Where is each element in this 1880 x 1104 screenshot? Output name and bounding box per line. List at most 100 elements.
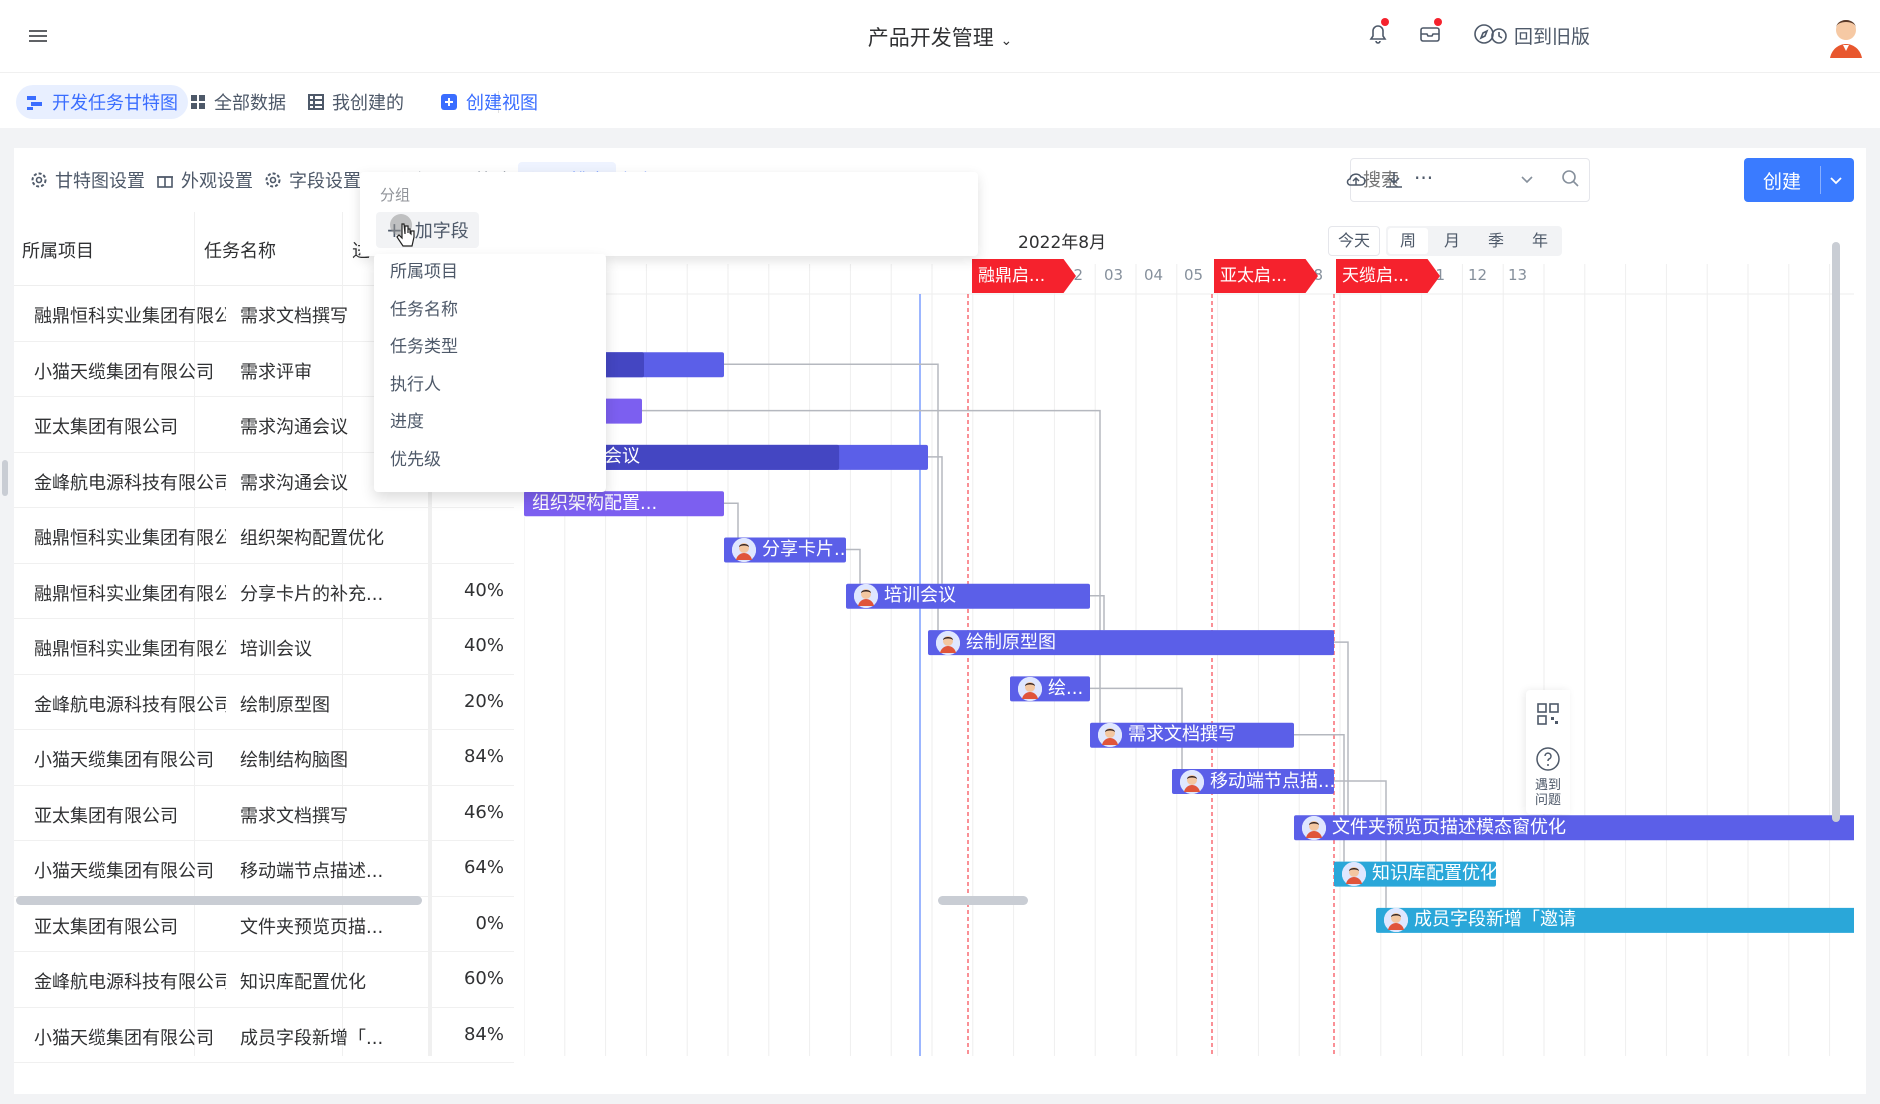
field-option[interactable]: 优先级 (390, 449, 441, 470)
gantt-horizontal-scrollbar[interactable] (938, 896, 1028, 905)
tab-label: 全部数据 (214, 93, 286, 114)
side-help-label[interactable]: 遇到问题 (1534, 778, 1561, 808)
progress-cell: 84% (463, 746, 504, 767)
gantt-bar (846, 583, 1090, 609)
scale-option[interactable]: 季 (1487, 231, 1504, 250)
create-button[interactable]: 创建 (1744, 158, 1854, 202)
table-row[interactable]: 融鼎恒科实业集团有限公司培训会议40% (14, 619, 514, 675)
assignee-avatar-icon (732, 538, 756, 562)
gantt-bar-label[interactable]: 文件夹预览页描述模态窗优化 (1332, 816, 1566, 838)
field-settings-button[interactable]: 字段设置 (264, 162, 361, 198)
milestone-flag[interactable]: 天缆启... (1336, 259, 1440, 293)
chevron-down-icon[interactable] (1520, 172, 1534, 186)
gantt-bar (928, 630, 1334, 656)
field-option[interactable]: 任务名称 (390, 299, 458, 320)
hamburger-menu-icon[interactable] (28, 26, 50, 46)
chevron-down-icon: ⌄ (1000, 33, 1013, 49)
old-version-link[interactable]: 回到旧版 (1490, 22, 1590, 49)
tab-all-data[interactable]: 全部数据 (180, 85, 296, 119)
assignee-avatar-icon (936, 630, 960, 655)
chevron-down-icon[interactable] (1829, 173, 1843, 187)
gantt-settings-button[interactable]: 甘特图设置 (30, 162, 145, 198)
gear-icon (31, 172, 47, 188)
main-panel: 甘特图设置 外观设置 字段设置 分组 筛选 1 排序 保存 ··· 创 (14, 148, 1866, 1094)
more-button[interactable]: ··· (1414, 166, 1434, 190)
table-row[interactable]: 小猫天缆集团有限公司成员字段新增「...84% (14, 1008, 514, 1063)
appearance-label: 外观设置 (181, 171, 253, 192)
gift-icon (157, 176, 173, 188)
gantt-bar-label[interactable]: 移动端节点描... (1210, 770, 1336, 792)
field-option[interactable]: 执行人 (390, 374, 441, 395)
gantt-month-label: 2022年8月 (1018, 233, 1107, 253)
dependency-line (642, 409, 1101, 723)
gantt-bar-label[interactable]: 成员字段新增「邀请 (1414, 909, 1576, 931)
history-icon (1491, 27, 1507, 44)
table-horizontal-scrollbar[interactable] (16, 896, 422, 905)
table-row[interactable]: 金峰航电源科技有限公司需求沟通会议 (14, 453, 514, 508)
project-cell: 金峰航电源科技有限公司 (34, 694, 226, 716)
day-label: 12 (1468, 266, 1488, 284)
column-header-task[interactable]: 任务名称 (204, 241, 276, 262)
field-option[interactable]: 任务类型 (390, 337, 458, 357)
app-title[interactable]: 产品开发管理 ⌄ (0, 22, 1880, 52)
field-settings-label: 字段设置 (289, 171, 361, 192)
tab-gantt-view[interactable]: 开发任务甘特图 (16, 85, 188, 119)
dependency-line (724, 363, 939, 631)
gantt-bar (1334, 861, 1496, 887)
table-row[interactable]: 融鼎恒科实业集团有限公司需求文档撰写 (14, 286, 514, 342)
gantt-bar-label[interactable]: 培训会议 (884, 585, 956, 607)
bell-icon[interactable] (1364, 20, 1392, 48)
gantt-bar-label[interactable]: 绘... (1048, 677, 1084, 699)
gantt-vertical-scrollbar[interactable] (1832, 242, 1840, 822)
table-row[interactable]: 小猫天缆集团有限公司移动端节点描述...64% (14, 841, 514, 897)
gantt-bar-label[interactable]: 分享卡片... (762, 539, 852, 560)
side-help-panel: 遇到问题 (1526, 690, 1570, 814)
table-icon (308, 94, 324, 110)
question-circle-icon[interactable] (1535, 746, 1561, 772)
table-row[interactable]: 融鼎恒科实业集团有限公司组织架构配置优化 (14, 508, 514, 564)
gantt-bar-label[interactable]: 知识库配置优化 (1372, 863, 1498, 885)
table-row[interactable]: 小猫天缆集团有限公司需求评审 (14, 342, 514, 397)
download-icon[interactable] (1382, 168, 1406, 192)
scale-option[interactable]: 年 (1531, 231, 1548, 250)
progress-cell: 84% (463, 1023, 504, 1045)
left-resize-handle[interactable] (2, 460, 8, 496)
inbox-icon[interactable] (1416, 20, 1444, 48)
tab-label: 开发任务甘特图 (52, 93, 178, 114)
plus-square-icon (441, 94, 457, 110)
create-view-button[interactable]: 创建视图 (430, 85, 548, 119)
upload-icon[interactable] (1344, 168, 1368, 192)
table-row[interactable]: 融鼎恒科实业集团有限公司分享卡片的补充...40% (14, 564, 514, 619)
search-icon[interactable] (1560, 168, 1580, 188)
scale-option[interactable]: 月 (1443, 231, 1460, 250)
table-row[interactable]: 亚太集团有限公司文件夹预览页描...0% (14, 897, 514, 952)
field-option[interactable]: 所属项目 (390, 262, 458, 282)
task-cell: 需求沟通会议 (240, 417, 348, 438)
day-label: 04 (1144, 266, 1164, 284)
add-field-label: 加字段 (414, 221, 469, 242)
dependency-line (928, 456, 943, 584)
task-cell: 需求文档撰写 (240, 306, 348, 327)
appearance-button[interactable]: 外观设置 (156, 162, 253, 198)
compass-icon[interactable] (1470, 20, 1498, 48)
field-option[interactable]: 进度 (390, 412, 424, 432)
group-dropdown-title: 分组 (380, 186, 411, 204)
dependency-line (724, 502, 739, 538)
today-button[interactable]: 今天 (1328, 226, 1380, 256)
milestone-flag[interactable]: 亚太启... (1214, 259, 1318, 293)
column-header-project[interactable]: 所属项目 (22, 241, 94, 262)
milestone-flag[interactable]: 融鼎启... (972, 259, 1076, 293)
gantt-bar-label[interactable]: 需求文档撰写 (1128, 724, 1236, 746)
table-row[interactable]: 亚太集团有限公司需求沟通会议 (14, 397, 514, 453)
user-avatar-icon[interactable] (1826, 14, 1866, 58)
table-gantt-splitter[interactable] (428, 212, 432, 1056)
gantt-bar-label[interactable]: 组织架构配置... (532, 492, 658, 514)
scale-option[interactable]: 周 (1388, 228, 1428, 254)
qr-code-icon[interactable] (1536, 702, 1560, 726)
tab-my-created[interactable]: 我创建的 (298, 85, 414, 119)
gantt-bar-label[interactable]: 绘制原型图 (966, 631, 1056, 653)
